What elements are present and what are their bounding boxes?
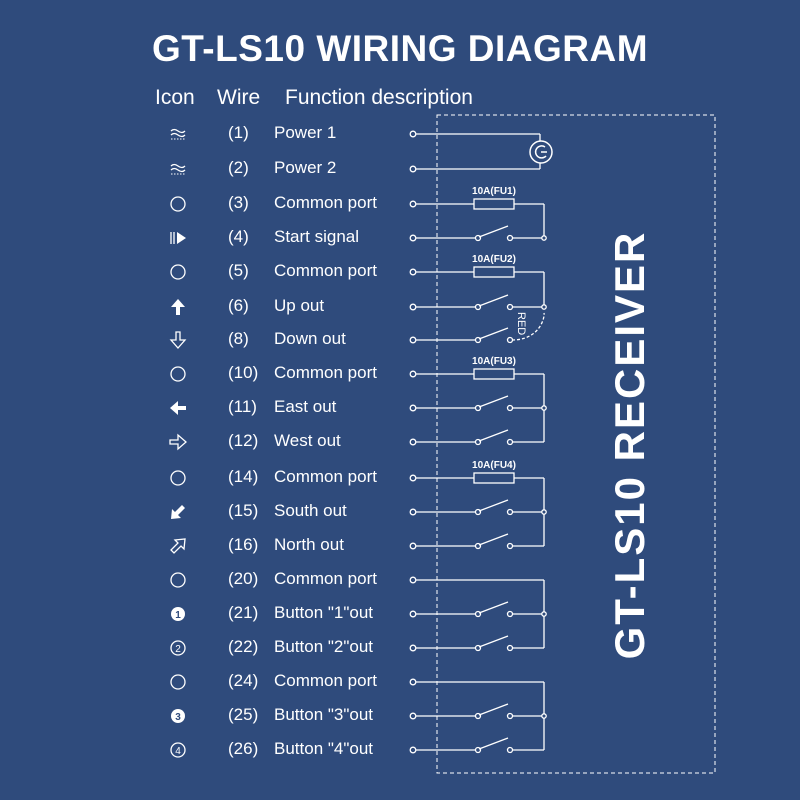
function-description: Common port <box>274 467 377 486</box>
wire-number: (8) <box>228 329 249 348</box>
function-description: Button "2"out <box>274 637 374 656</box>
function-description: South out <box>274 501 347 520</box>
receiver-label: GT-LS10 RECEIVER <box>606 230 653 660</box>
circle-icon <box>166 568 190 592</box>
header-icon: Icon <box>155 86 195 109</box>
number-4-outline-icon: 4 <box>166 738 190 762</box>
wire-number: (10) <box>228 363 259 382</box>
function-description: Common port <box>274 569 377 588</box>
svg-text:2: 2 <box>175 644 181 655</box>
function-description: North out <box>274 535 344 554</box>
function-description: Start signal <box>274 227 360 246</box>
wire-number: (15) <box>228 501 259 520</box>
svg-text:4: 4 <box>175 746 181 757</box>
function-description: West out <box>274 431 341 450</box>
wire-number: (21) <box>228 603 259 622</box>
number-2-outline-icon: 2 <box>166 636 190 660</box>
circle-icon <box>166 670 190 694</box>
wire-number: (26) <box>228 739 259 758</box>
wire-number: (1) <box>228 123 249 142</box>
function-description: East out <box>274 397 337 416</box>
wire-number: (16) <box>228 535 259 554</box>
function-description: Common port <box>274 671 377 690</box>
function-description: Common port <box>274 261 377 280</box>
wire-number: (14) <box>228 467 259 486</box>
red-label: RED <box>515 312 527 335</box>
fuse-label: 10A(FU1) <box>472 186 516 197</box>
header-function: Function description <box>285 86 473 109</box>
fuse-label: 10A(FU2) <box>472 254 516 265</box>
wire-number: (20) <box>228 569 259 588</box>
left-arrow-icon <box>166 396 190 420</box>
down-left-arrow-icon <box>166 500 190 524</box>
circle-icon <box>166 260 190 284</box>
diagram-title: GT-LS10 WIRING DIAGRAM <box>151 28 649 69</box>
ac-power-icon <box>166 122 190 146</box>
wire-number: (24) <box>228 671 259 690</box>
circle-icon <box>166 192 190 216</box>
wire-number: (2) <box>228 158 249 177</box>
wire-number: (25) <box>228 705 259 724</box>
ac-power-icon <box>166 157 190 181</box>
right-arrow-outline-icon <box>166 430 190 454</box>
fuse-label: 10A(FU4) <box>472 460 516 471</box>
number-1-filled-icon: 1 <box>166 602 190 626</box>
up-arrow-icon <box>166 295 190 319</box>
wire-number: (4) <box>228 227 249 246</box>
function-description: Down out <box>274 329 346 348</box>
wire-number: (22) <box>228 637 259 656</box>
circle-icon <box>166 362 190 386</box>
header-wire: Wire <box>217 86 261 109</box>
up-right-arrow-outline-icon <box>166 534 190 558</box>
power-symbol-icon <box>529 140 553 164</box>
svg-text:3: 3 <box>175 712 181 723</box>
function-description: Button "1"out <box>274 603 374 622</box>
function-description: Up out <box>274 296 325 315</box>
function-description: Power 1 <box>274 123 337 142</box>
svg-text:1: 1 <box>175 610 181 621</box>
start-icon <box>166 226 190 250</box>
wire-number: (12) <box>228 431 259 450</box>
wire-number: (11) <box>228 397 257 416</box>
down-arrow-outline-icon <box>166 328 190 352</box>
function-description: Common port <box>274 193 377 212</box>
wire-number: (5) <box>228 261 249 280</box>
circle-icon <box>166 466 190 490</box>
function-description: Power 2 <box>274 158 337 177</box>
receiver-box <box>436 114 716 774</box>
wire-number: (6) <box>228 296 249 315</box>
wire-number: (3) <box>228 193 249 212</box>
fuse-label: 10A(FU3) <box>472 356 516 367</box>
number-3-filled-icon: 3 <box>166 704 190 728</box>
function-description: Button "3"out <box>274 705 374 724</box>
function-description: Button "4"out <box>274 739 374 758</box>
function-description: Common port <box>274 363 377 382</box>
